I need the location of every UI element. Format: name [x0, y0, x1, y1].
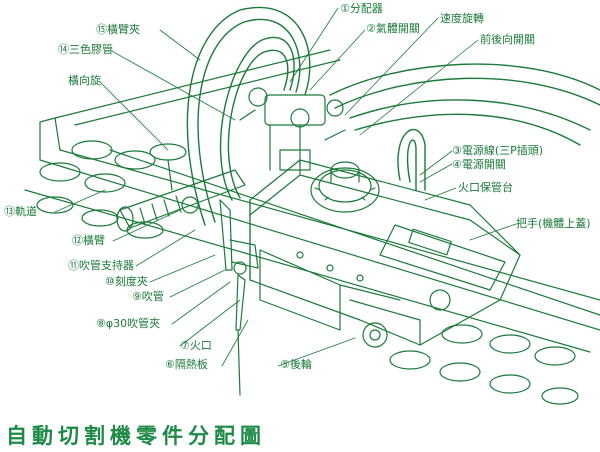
label-torch-clamp: ⑧φ30吹管夾	[96, 317, 161, 330]
label-torch: ⑨吹管	[132, 290, 164, 303]
label-arm-clamp: ⑮橫臂夾	[96, 23, 140, 36]
label-track: ⑬軌道	[4, 205, 37, 218]
label-speed-knob: 速度旋轉	[440, 12, 484, 25]
label-cross-arm: ⑫橫臂	[72, 234, 105, 247]
track-holes	[36, 140, 579, 405]
label-handle: 把手(機體上蓋)	[516, 217, 591, 230]
label-direction-switch: 前後向開關	[480, 33, 535, 46]
label-distributor: ①分配器	[340, 2, 383, 15]
track-rail	[24, 49, 600, 405]
hoses	[186, 7, 600, 226]
leader-lines	[54, 7, 517, 367]
label-gas-switch: ②氣體開關	[366, 22, 420, 35]
speed-dial	[310, 161, 380, 213]
label-cross-knob: 橫向旋	[68, 74, 101, 87]
label-heat-shield: ⑥隔熱板	[165, 358, 208, 371]
label-torch-holder-arm: ⑪吹管支持器	[68, 259, 134, 272]
label-tricolor-hose: ⑭三色膠管	[58, 43, 113, 56]
diagram-title: 自動切割機零件分配圖	[6, 424, 266, 448]
label-torch-holder: 火口保管台	[458, 181, 513, 194]
cross-arm	[116, 143, 246, 232]
gas-distributor	[239, 87, 346, 171]
label-tip: ⑦火口	[180, 339, 212, 352]
torch	[219, 199, 259, 396]
label-power-cord: ③電源線(三P插頭)	[452, 144, 544, 157]
label-scale-clamp: ⑩刻度夾	[105, 275, 148, 288]
label-rear-wheel: ⑤後輪	[280, 358, 312, 371]
label-power-switch: ④電源開關	[452, 158, 506, 171]
